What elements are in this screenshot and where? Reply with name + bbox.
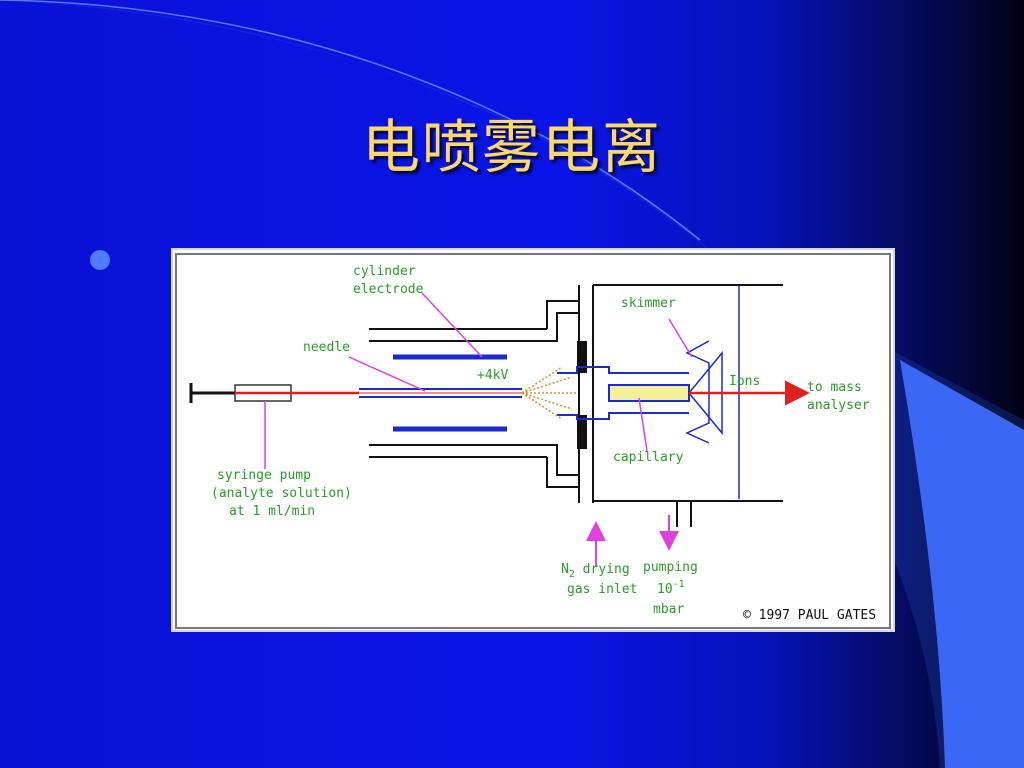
figure-frame: cylinder electrode needle +4kV skimmer I… [175, 253, 891, 629]
label-mbar: mbar [653, 602, 684, 617]
label-skimmer: skimmer [621, 296, 676, 311]
label-pointers [264, 292, 693, 469]
background-curve [0, 0, 701, 241]
label-pumping: pumping [643, 560, 698, 575]
bullet-point [90, 250, 110, 270]
source-housing [546, 284, 783, 527]
cylinder-electrode [369, 328, 547, 458]
label-analyte-solution: (analyte solution) [211, 486, 352, 501]
slide-title: 电喷雾电离 [361, 113, 662, 181]
label-ions: Ions [729, 374, 760, 389]
label-analyser: analyser [807, 398, 870, 413]
capillary [557, 366, 690, 420]
label-pressure: 10-1 [657, 579, 685, 597]
esi-diagram: cylinder electrode needle +4kV skimmer I… [189, 264, 876, 623]
background-band [900, 360, 1024, 768]
label-flow-rate: at 1 ml/min [229, 504, 315, 519]
label-gas-inlet: gas inlet [567, 582, 637, 597]
needle [359, 388, 522, 398]
label-voltage: +4kV [477, 368, 508, 383]
insulator-bottom [577, 415, 587, 449]
copyright-notice: © 1997 PAUL GATES [743, 608, 876, 623]
label-syringe-pump: syringe pump [217, 468, 311, 483]
label-capillary: capillary [613, 450, 684, 465]
esi-diagram-figure: cylinder electrode needle +4kV skimmer I… [171, 248, 895, 632]
spray-plume [521, 366, 577, 420]
label-electrode: electrode [353, 282, 424, 297]
insulator-top [577, 341, 587, 373]
label-needle: needle [303, 340, 350, 355]
label-to-mass: to mass [807, 380, 862, 395]
label-n2-drying: N2 drying [561, 562, 630, 580]
label-cylinder: cylinder [353, 264, 416, 279]
